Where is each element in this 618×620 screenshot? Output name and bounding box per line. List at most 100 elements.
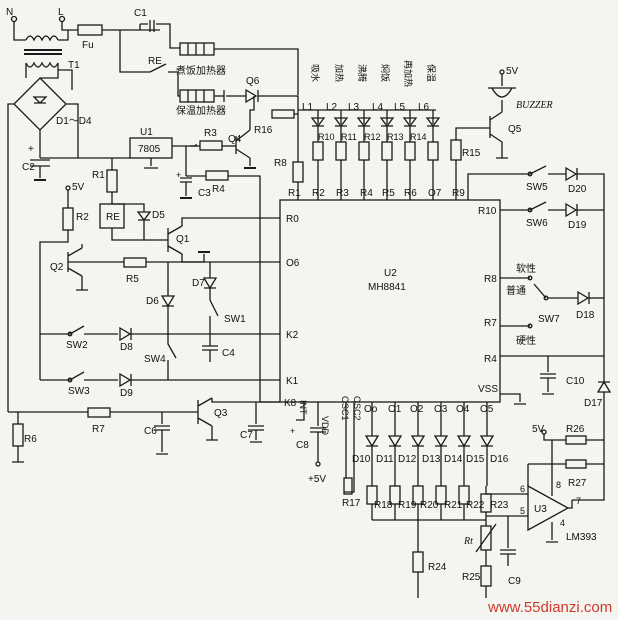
led-l3-text: 沸腾 (356, 64, 368, 82)
c2-plus: + (28, 144, 34, 155)
r18-label: R18 (374, 500, 393, 511)
r27 (565, 459, 587, 469)
pin-o7: O7 (428, 188, 442, 199)
warm-heater-label: 保温加热器 (176, 104, 226, 117)
led-l6-label: L6 (418, 102, 430, 113)
fuse-label: Fu (82, 40, 94, 51)
d14-diode (456, 402, 472, 486)
r6 (12, 423, 24, 447)
r19-label: R19 (398, 500, 417, 511)
r1-label: R1 (92, 170, 105, 181)
r7-label: R7 (92, 424, 105, 435)
ic-u2: U2 MH8841 R1 R2 R3 R4 R5 R6 O7 R9 R0 O6 … (274, 150, 526, 436)
r7 (87, 407, 111, 418)
r15 (450, 139, 462, 161)
pin-o2: O2 (410, 404, 424, 415)
pin-r0: R0 (286, 214, 299, 225)
u3-comparator: U3 LM393 6 5 7 8 4 5V R26 R27 (520, 424, 604, 543)
d5-label: D5 (152, 210, 165, 221)
d12-diode (410, 402, 426, 486)
buzzer-section: 5V BUZZER Q5 R15 (450, 66, 553, 200)
pin-vss: VSS (478, 384, 498, 395)
r26-label: R26 (566, 424, 585, 435)
d5-diode (136, 211, 152, 222)
right-switches: SW5 D20 SW6 D19 软性 普通 硬性 SW7 D18 C10 D17 (467, 165, 612, 501)
bridge-label: D1～D4 (56, 116, 92, 127)
watermark: www.55dianzi.com (487, 599, 612, 616)
d13-diode (433, 402, 449, 486)
pin-oo: Oo (364, 404, 378, 415)
pin-r3: R3 (336, 188, 349, 199)
sw7-label: SW7 (538, 314, 560, 325)
d13-label: D13 (422, 454, 441, 465)
r5 (123, 257, 147, 268)
pin-r4-right: R4 (484, 354, 497, 365)
d12-label: D12 (398, 454, 417, 465)
d18-diode (548, 290, 590, 306)
q4-transistor (235, 129, 251, 159)
d19-label: D19 (568, 220, 587, 231)
led-l2-text: 加热 (333, 64, 345, 82)
buzzer-label: BUZZER (516, 100, 553, 111)
c9-label: C9 (508, 576, 521, 587)
svg-text:+: + (290, 426, 295, 436)
sw5-label: SW5 (526, 182, 548, 193)
pin-k2: K2 (286, 330, 299, 341)
r13 (381, 141, 393, 161)
u2-body (279, 199, 501, 403)
u3-pin7: 7 (576, 496, 581, 506)
u3-supply-label: 5V (532, 424, 545, 435)
led-l3 (356, 110, 372, 128)
d10-diode (364, 402, 380, 486)
c3-label: C3 (198, 188, 211, 199)
led-l1-text: 吸水 (309, 64, 321, 82)
u2-part: MH8841 (368, 282, 406, 293)
r14-label: R14 (410, 132, 427, 142)
r20-label: R20 (420, 500, 439, 511)
d14-label: D14 (444, 454, 463, 465)
d15-diode (479, 402, 495, 486)
d15-label: D15 (466, 454, 485, 465)
sw1-label: SW1 (224, 314, 246, 325)
buzzer-supply-label: 5V (506, 66, 519, 77)
q3-label: Q3 (214, 408, 228, 419)
transformer-secondary (25, 61, 59, 68)
zero-cross-section: R6 R7 C6 Q3 C7 (8, 397, 280, 463)
pin-k8: K8 (284, 398, 297, 409)
d17-label: D17 (584, 398, 603, 409)
r5-label: R5 (126, 274, 139, 285)
heaters: 煮饭加热器 保温加热器 Q6 R16 (176, 42, 299, 150)
d8-label: D8 (120, 342, 133, 353)
q4-label: Q4 (228, 134, 242, 145)
d9-diode (119, 372, 132, 388)
pin-r9: R9 (452, 188, 465, 199)
r25-label: R25 (462, 572, 481, 583)
c2-label: C2 (22, 162, 35, 173)
led-row: L1 L2 L3 L4 L5 L6 吸水 加热 沸腾 焖饭 再加热 保温 R10… (298, 60, 441, 200)
r11-label: R11 (341, 132, 357, 142)
q6-diode-symbol (245, 88, 259, 104)
q5-transistor (489, 111, 503, 143)
u3-pin4: 4 (560, 518, 565, 528)
t1-label: T1 (68, 60, 80, 71)
r23-label: R23 (490, 500, 509, 511)
r10-label: R10 (318, 132, 335, 142)
cook-heater-label: 煮饭加热器 (176, 64, 226, 77)
u2-ref: U2 (384, 268, 397, 279)
sw7-hard-label: 硬性 (516, 334, 536, 347)
r15-label: R15 (462, 148, 481, 159)
d18-label: D18 (576, 310, 595, 321)
transformer-primary (25, 35, 59, 42)
u3-pin8: 8 (556, 480, 561, 490)
pin-r7: R7 (484, 318, 497, 329)
q6-label: Q6 (246, 76, 260, 87)
r27-label: R27 (568, 478, 587, 489)
r25 (480, 565, 492, 587)
r12-label: R12 (364, 132, 381, 142)
led-l6-text: 保温 (425, 64, 437, 82)
d11-label: D11 (376, 454, 394, 465)
r26 (565, 435, 587, 445)
sw3-label: SW3 (68, 386, 90, 397)
sw1 (209, 299, 219, 334)
